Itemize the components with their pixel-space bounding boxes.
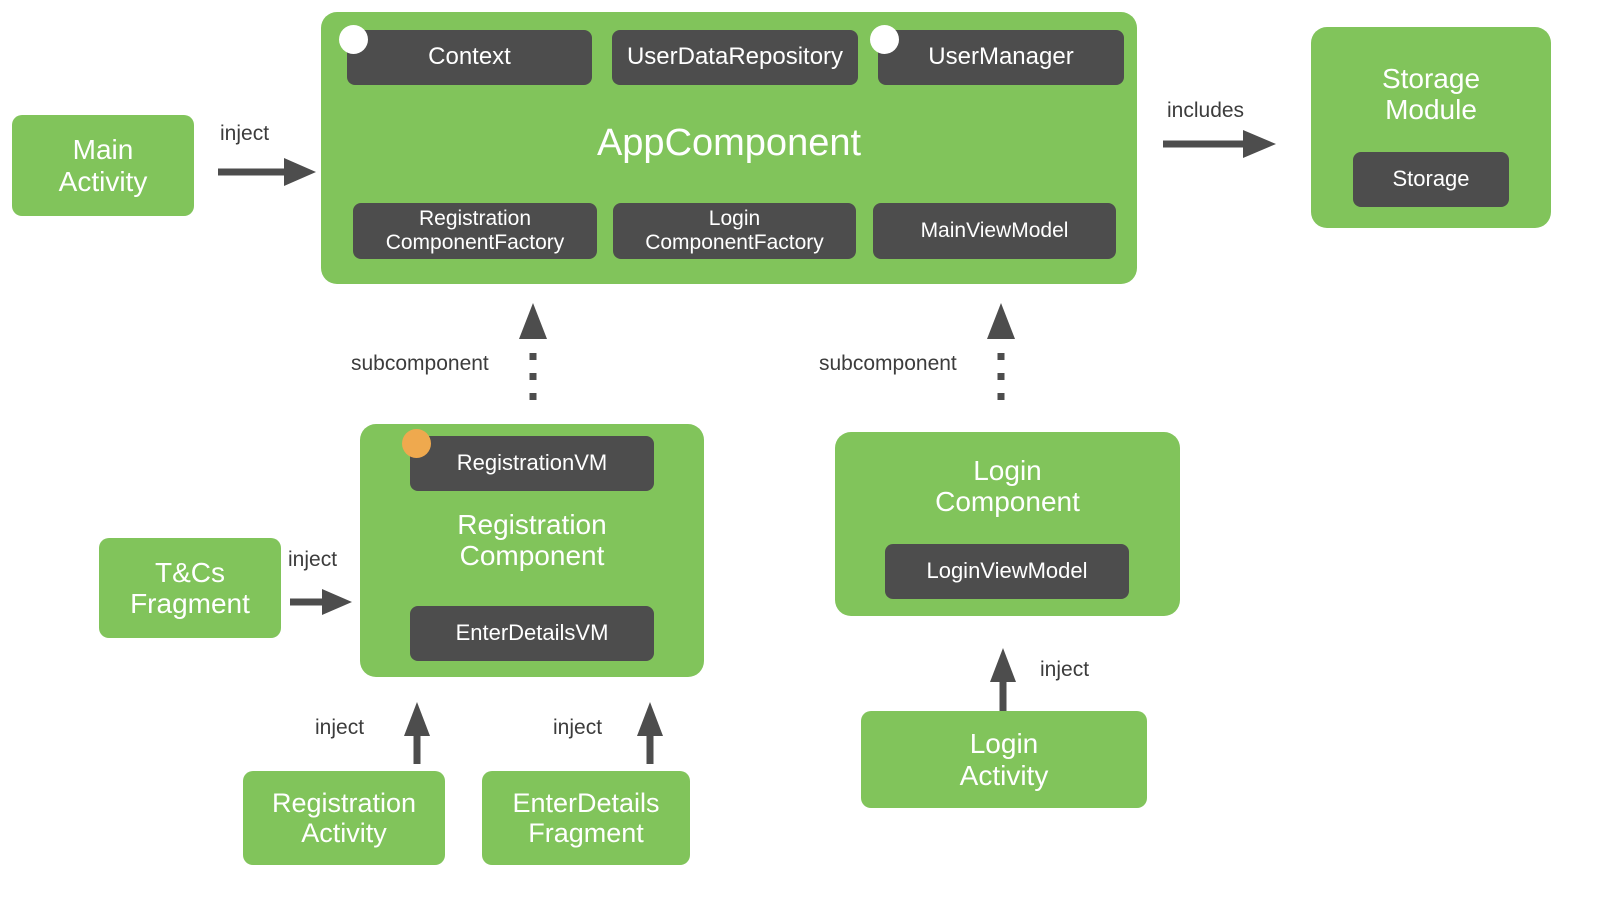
arrow-inject-registration-activity: [404, 702, 430, 764]
registration-component-title: Registration Component: [457, 509, 607, 572]
arrow-subcomponent-login: [987, 303, 1015, 400]
node-enter-details-vm[interactable]: EnterDetailsVM: [410, 606, 654, 661]
node-user-data-repository[interactable]: UserDataRepository: [612, 30, 858, 85]
edge-label-inject-tcs: inject: [288, 548, 338, 571]
scope-dot-registration-vm-icon: [402, 429, 431, 458]
node-main-activity[interactable]: Main Activity: [12, 115, 194, 216]
edge-label-inject-enter-details-fragment: inject: [553, 716, 603, 739]
storage-module-title: Storage Module: [1381, 63, 1481, 126]
node-main-view-model[interactable]: MainViewModel: [873, 203, 1116, 259]
arrow-includes-storage: [1163, 130, 1276, 158]
node-user-manager[interactable]: UserManager: [878, 30, 1124, 85]
edge-label-inject-login-activity: inject: [1040, 658, 1090, 681]
node-storage[interactable]: Storage: [1353, 152, 1509, 207]
node-registration-activity[interactable]: Registration Activity: [243, 771, 445, 865]
edge-label-subcomponent-registration: subcomponent: [351, 352, 489, 375]
arrow-inject-main: [218, 158, 316, 186]
node-context[interactable]: Context: [347, 30, 592, 85]
scope-dot-context-icon: [339, 25, 368, 54]
edge-label-includes: includes: [1167, 99, 1245, 122]
scope-dot-user-manager-icon: [870, 25, 899, 54]
node-enter-details-fragment[interactable]: EnterDetails Fragment: [482, 771, 690, 865]
node-login-activity[interactable]: Login Activity: [861, 711, 1147, 808]
edge-label-inject-main: inject: [220, 122, 270, 145]
edge-label-inject-registration-activity: inject: [315, 716, 365, 739]
node-tcs-fragment[interactable]: T&Cs Fragment: [99, 538, 281, 638]
arrow-inject-login-activity: [990, 648, 1016, 712]
node-login-view-model[interactable]: LoginViewModel: [885, 544, 1129, 599]
node-login-component-factory[interactable]: Login ComponentFactory: [613, 203, 856, 259]
node-registration-component-factory[interactable]: Registration ComponentFactory: [353, 203, 597, 259]
arrow-inject-tcs: [290, 589, 352, 615]
arrow-subcomponent-registration: [519, 303, 547, 400]
login-component-title: Login Component: [935, 455, 1080, 518]
edge-label-subcomponent-login: subcomponent: [819, 352, 957, 375]
arrow-inject-enter-details-fragment: [637, 702, 663, 764]
app-component-title: AppComponent: [596, 122, 862, 164]
node-registration-vm[interactable]: RegistrationVM: [410, 436, 654, 491]
